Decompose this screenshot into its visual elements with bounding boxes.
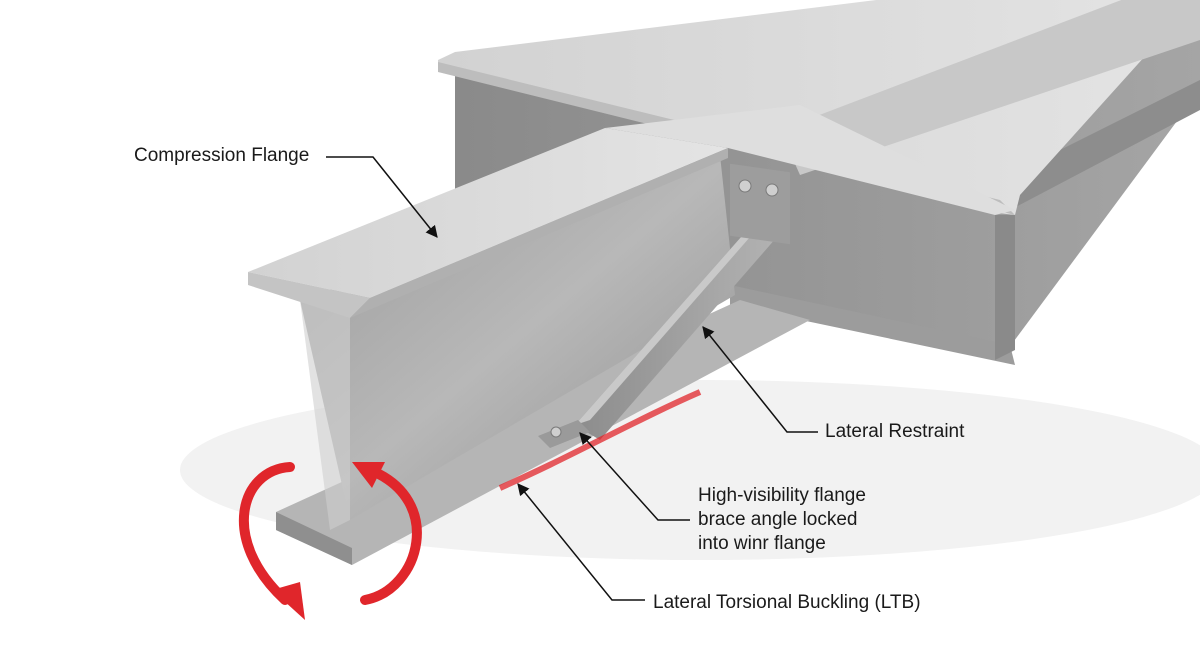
leader-ltb bbox=[517, 483, 645, 601]
leader-brace bbox=[579, 432, 690, 521]
ltb-label: Lateral Torsional Buckling (LTB) bbox=[653, 592, 921, 613]
leader-compression-flange bbox=[326, 156, 438, 238]
main-beam bbox=[248, 128, 810, 565]
flange-brace-label-line: brace angle locked bbox=[698, 509, 858, 530]
ltb-highlight bbox=[498, 389, 702, 491]
leader-lateral-restraint bbox=[702, 326, 818, 433]
leader-lines bbox=[326, 156, 818, 601]
cross-flange-overlap bbox=[605, 105, 1015, 215]
flange-brace-label-line: into winr flange bbox=[698, 533, 826, 554]
flange-brace-label: High-visibility flange brace angle locke… bbox=[698, 484, 866, 556]
lateral-restraint-label: Lateral Restraint bbox=[825, 421, 965, 442]
compression-flange-label: Compression Flange bbox=[134, 145, 310, 166]
brace-angle bbox=[538, 163, 790, 448]
rotation-arrow-icon bbox=[238, 462, 422, 620]
flange-brace-label-line: High-visibility flange bbox=[698, 485, 866, 506]
